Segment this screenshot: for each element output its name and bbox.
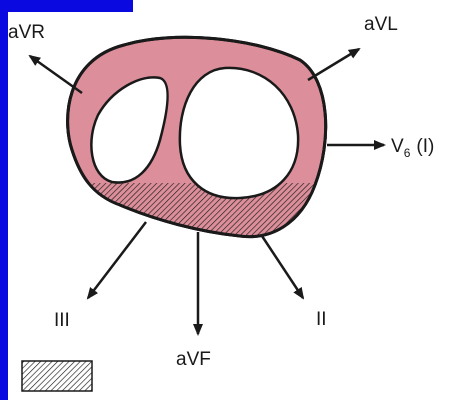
avr-arrow — [30, 56, 82, 93]
label-ii: II — [316, 309, 327, 330]
iii-arrow — [88, 222, 146, 298]
ii-arrow — [262, 236, 303, 298]
label-avr: aVR — [8, 22, 45, 43]
label-v6-main: V — [391, 136, 404, 157]
legend-hatched-swatch — [22, 361, 92, 391]
label-v6-paren: (I) — [416, 136, 434, 157]
avl-arrow — [308, 49, 359, 80]
label-iii: III — [54, 310, 70, 331]
label-v6-subscript: 6 — [404, 146, 411, 160]
label-avf: aVF — [176, 349, 211, 370]
label-avl: aVL — [364, 14, 398, 35]
label-v6: V6 (I) — [391, 136, 434, 160]
